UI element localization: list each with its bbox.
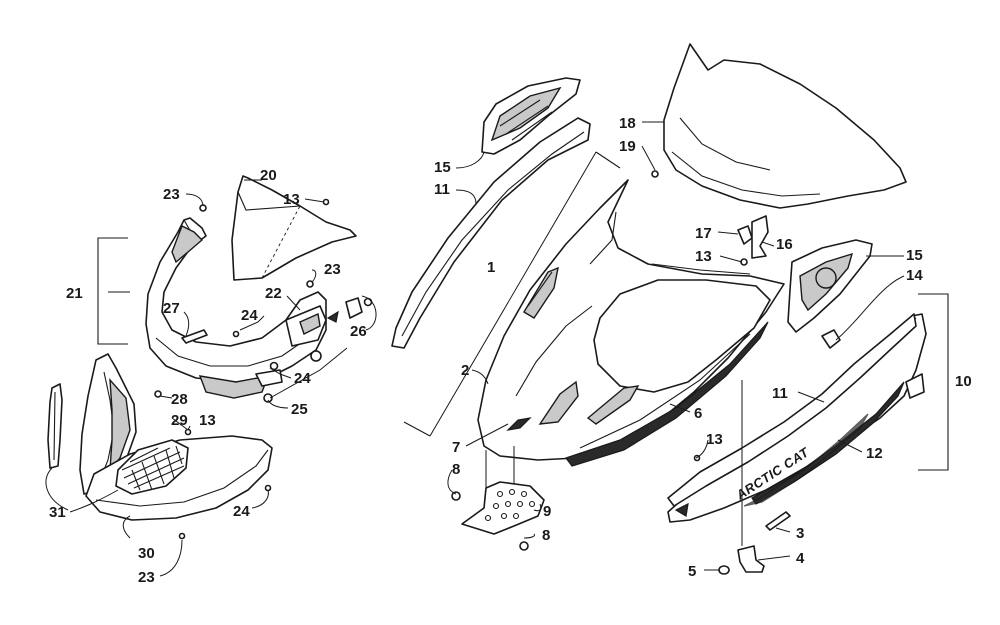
callout-13d: 13 bbox=[706, 431, 723, 448]
callout-12: 12 bbox=[866, 445, 883, 462]
callout-24c: 24 bbox=[233, 503, 250, 520]
callout-11a: 11 bbox=[434, 181, 450, 198]
callout-8a: 8 bbox=[452, 461, 460, 478]
callout-15b: 15 bbox=[906, 247, 923, 264]
part-24-clip-b bbox=[269, 361, 279, 371]
callout-3: 3 bbox=[796, 525, 804, 542]
callout-13c: 13 bbox=[695, 248, 712, 265]
callout-4: 4 bbox=[796, 550, 805, 567]
callout-17: 17 bbox=[695, 225, 712, 242]
callout-15a: 15 bbox=[434, 159, 451, 176]
part-13-screw-a bbox=[322, 198, 330, 206]
part-19-rivet bbox=[651, 170, 659, 178]
callout-25: 25 bbox=[291, 401, 308, 418]
part-14-clip bbox=[821, 329, 841, 349]
callout-19: 19 bbox=[619, 138, 636, 155]
callout-14: 14 bbox=[906, 267, 923, 284]
callout-22: 22 bbox=[265, 285, 282, 302]
callout-23b: 23 bbox=[324, 261, 341, 278]
part-1-vent-lower-mid bbox=[586, 385, 640, 425]
callout-24a: 24 bbox=[241, 307, 258, 324]
callout-5: 5 bbox=[688, 563, 696, 580]
callout-9: 9 bbox=[543, 503, 551, 520]
part-18-windshield bbox=[663, 43, 907, 209]
part-23-screw-b bbox=[306, 280, 314, 288]
part-17-mount bbox=[737, 225, 753, 245]
bracket-21 bbox=[97, 237, 128, 345]
callout-28: 28 bbox=[171, 391, 188, 408]
part-11-right-rail bbox=[667, 313, 917, 507]
part-1-windshield-opening bbox=[593, 279, 771, 393]
callout-29: 29 bbox=[171, 412, 188, 429]
part-13-screw-b bbox=[184, 428, 192, 436]
part-28-screw bbox=[154, 390, 162, 398]
part-20-inner-panel bbox=[231, 175, 357, 281]
callout-8b: 8 bbox=[542, 527, 550, 544]
callout-7: 7 bbox=[452, 439, 460, 456]
callout-23c: 23 bbox=[138, 569, 155, 586]
part-1-vent-lower-left bbox=[538, 380, 579, 425]
part-26-retainer bbox=[345, 297, 363, 319]
side-vent-mesh bbox=[815, 267, 837, 289]
part-24-clip-a bbox=[232, 330, 240, 338]
callout-10: 10 bbox=[955, 373, 972, 390]
callout-30: 30 bbox=[138, 545, 155, 562]
part-8-bolt-a bbox=[451, 491, 461, 501]
callout-1: 1 bbox=[487, 259, 495, 276]
group-brackets bbox=[97, 151, 949, 471]
callout-16: 16 bbox=[776, 236, 793, 253]
part-3-bolt bbox=[765, 511, 791, 531]
nose-assembly bbox=[47, 175, 373, 540]
part-1-vent-left bbox=[523, 266, 559, 319]
part-7-emblem bbox=[506, 417, 532, 431]
callout-21: 21 bbox=[66, 285, 83, 302]
part-6-decal-stripes bbox=[565, 321, 769, 467]
callout-labels: 1 2 3 4 5 6 7 8 8 9 10 11 11 12 13 13 13… bbox=[49, 115, 972, 586]
callout-23a: 23 bbox=[163, 186, 180, 203]
part-25-bracket bbox=[255, 369, 283, 387]
part-25-washer bbox=[263, 393, 273, 403]
hood-assembly bbox=[391, 77, 785, 551]
part-25-grommet bbox=[310, 350, 322, 362]
leader-lines bbox=[45, 121, 905, 577]
part-27-vent bbox=[181, 329, 208, 344]
part-23-screw-c bbox=[178, 532, 186, 540]
callout-6: 6 bbox=[694, 405, 702, 422]
part-5-nut bbox=[718, 565, 730, 575]
part-16-bracket bbox=[751, 215, 769, 259]
part-8-bolt-b bbox=[519, 541, 529, 551]
bracket-10 bbox=[918, 293, 949, 471]
callout-13a: 13 bbox=[283, 191, 300, 208]
callout-2: 2 bbox=[461, 362, 469, 379]
part-24-clip-c bbox=[264, 484, 272, 492]
part-21-inner-lip bbox=[171, 225, 204, 264]
callout-26: 26 bbox=[350, 323, 367, 340]
callout-18: 18 bbox=[619, 115, 636, 132]
skid-plate-holes bbox=[484, 488, 536, 522]
part-4-bracket bbox=[737, 545, 765, 573]
callout-13b: 13 bbox=[199, 412, 216, 429]
grille-mesh bbox=[121, 445, 185, 491]
callout-27: 27 bbox=[163, 300, 180, 317]
side-panel-assembly: ARCTIC CAT bbox=[651, 43, 927, 575]
part-21-lower-bezel bbox=[198, 375, 270, 399]
part-31-grille bbox=[115, 439, 189, 495]
callout-11b: 11 bbox=[772, 385, 788, 402]
callout-24b: 24 bbox=[294, 370, 311, 387]
bracket-1 bbox=[403, 151, 621, 437]
callout-31: 31 bbox=[49, 504, 66, 521]
callout-20: 20 bbox=[260, 167, 277, 184]
part-9-skid-plate bbox=[461, 481, 545, 535]
